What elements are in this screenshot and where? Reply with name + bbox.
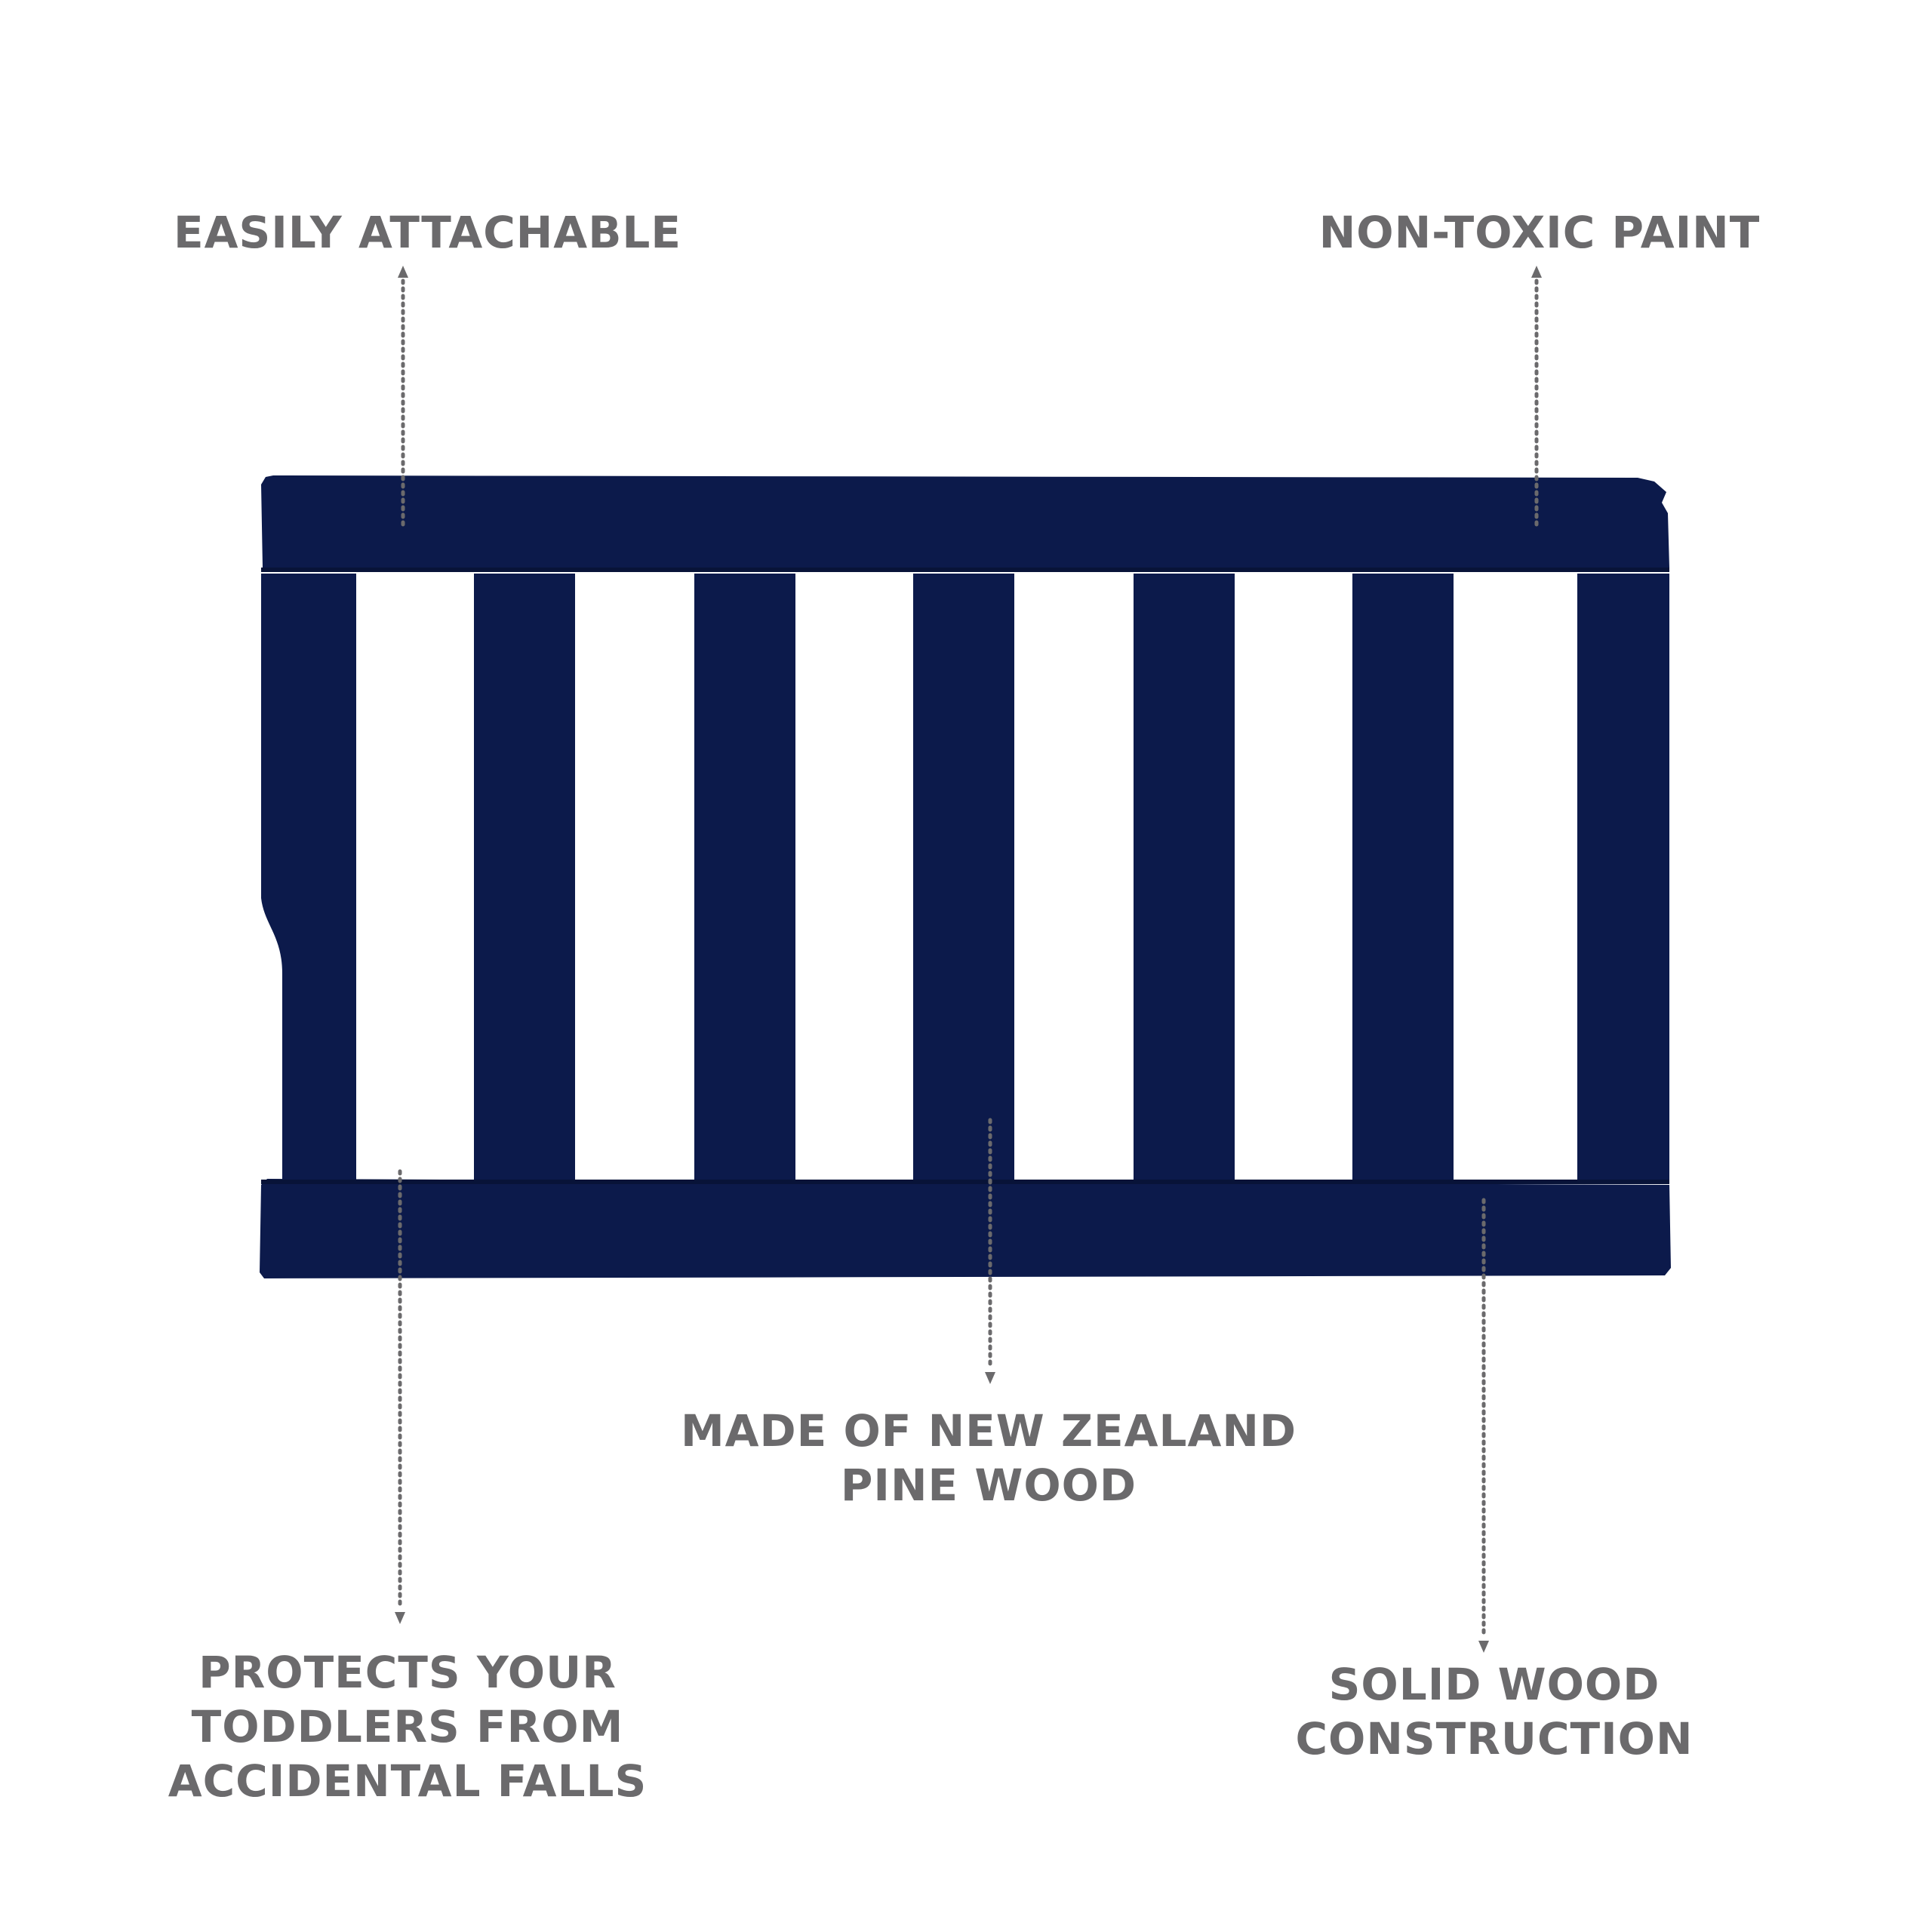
- slat: [474, 574, 575, 1182]
- callout-line: EASILY ATTACHABLE: [174, 207, 681, 258]
- left-end-post: [261, 574, 356, 1183]
- callout-line: PROTECTS YOUR: [198, 1647, 617, 1698]
- slat: [1134, 574, 1235, 1182]
- right-end-post: [1577, 574, 1669, 1183]
- callout-line: MADE OF NEW ZEALAND: [680, 1405, 1297, 1457]
- slat: [1352, 574, 1454, 1182]
- callout-protects-toddlers: PROTECTS YOUR TODDLERS FROM ACCIDENTAL F…: [151, 1645, 664, 1808]
- callout-easily-attachable: EASILY ATTACHABLE: [174, 205, 681, 260]
- leader-solid-wood: [1478, 1198, 1489, 1653]
- callout-line: ACCIDENTAL FALLS: [168, 1755, 648, 1807]
- callout-solid-wood: SOLID WOOD CONSTRUCTION: [1253, 1657, 1736, 1766]
- slat: [694, 574, 795, 1182]
- slat: [913, 574, 1014, 1182]
- leader-non-toxic: [1531, 266, 1542, 531]
- callout-line: PINE WOOD: [840, 1460, 1137, 1511]
- bottom-rail: [260, 1179, 1671, 1278]
- leader-easily-attachable: [398, 266, 408, 531]
- callout-line: NON-TOXIC PAINT: [1318, 207, 1761, 258]
- callout-pine-wood: MADE OF NEW ZEALAND PINE WOOD: [679, 1404, 1298, 1512]
- leader-protects: [395, 1169, 405, 1624]
- callout-line: TODDLERS FROM: [191, 1701, 624, 1752]
- leader-pine-wood: [985, 1118, 995, 1384]
- callout-line: CONSTRUCTION: [1295, 1713, 1694, 1764]
- callout-non-toxic-paint: NON-TOXIC PAINT: [1306, 205, 1774, 260]
- callout-line: SOLID WOOD: [1328, 1659, 1660, 1710]
- top-rail: [261, 475, 1669, 568]
